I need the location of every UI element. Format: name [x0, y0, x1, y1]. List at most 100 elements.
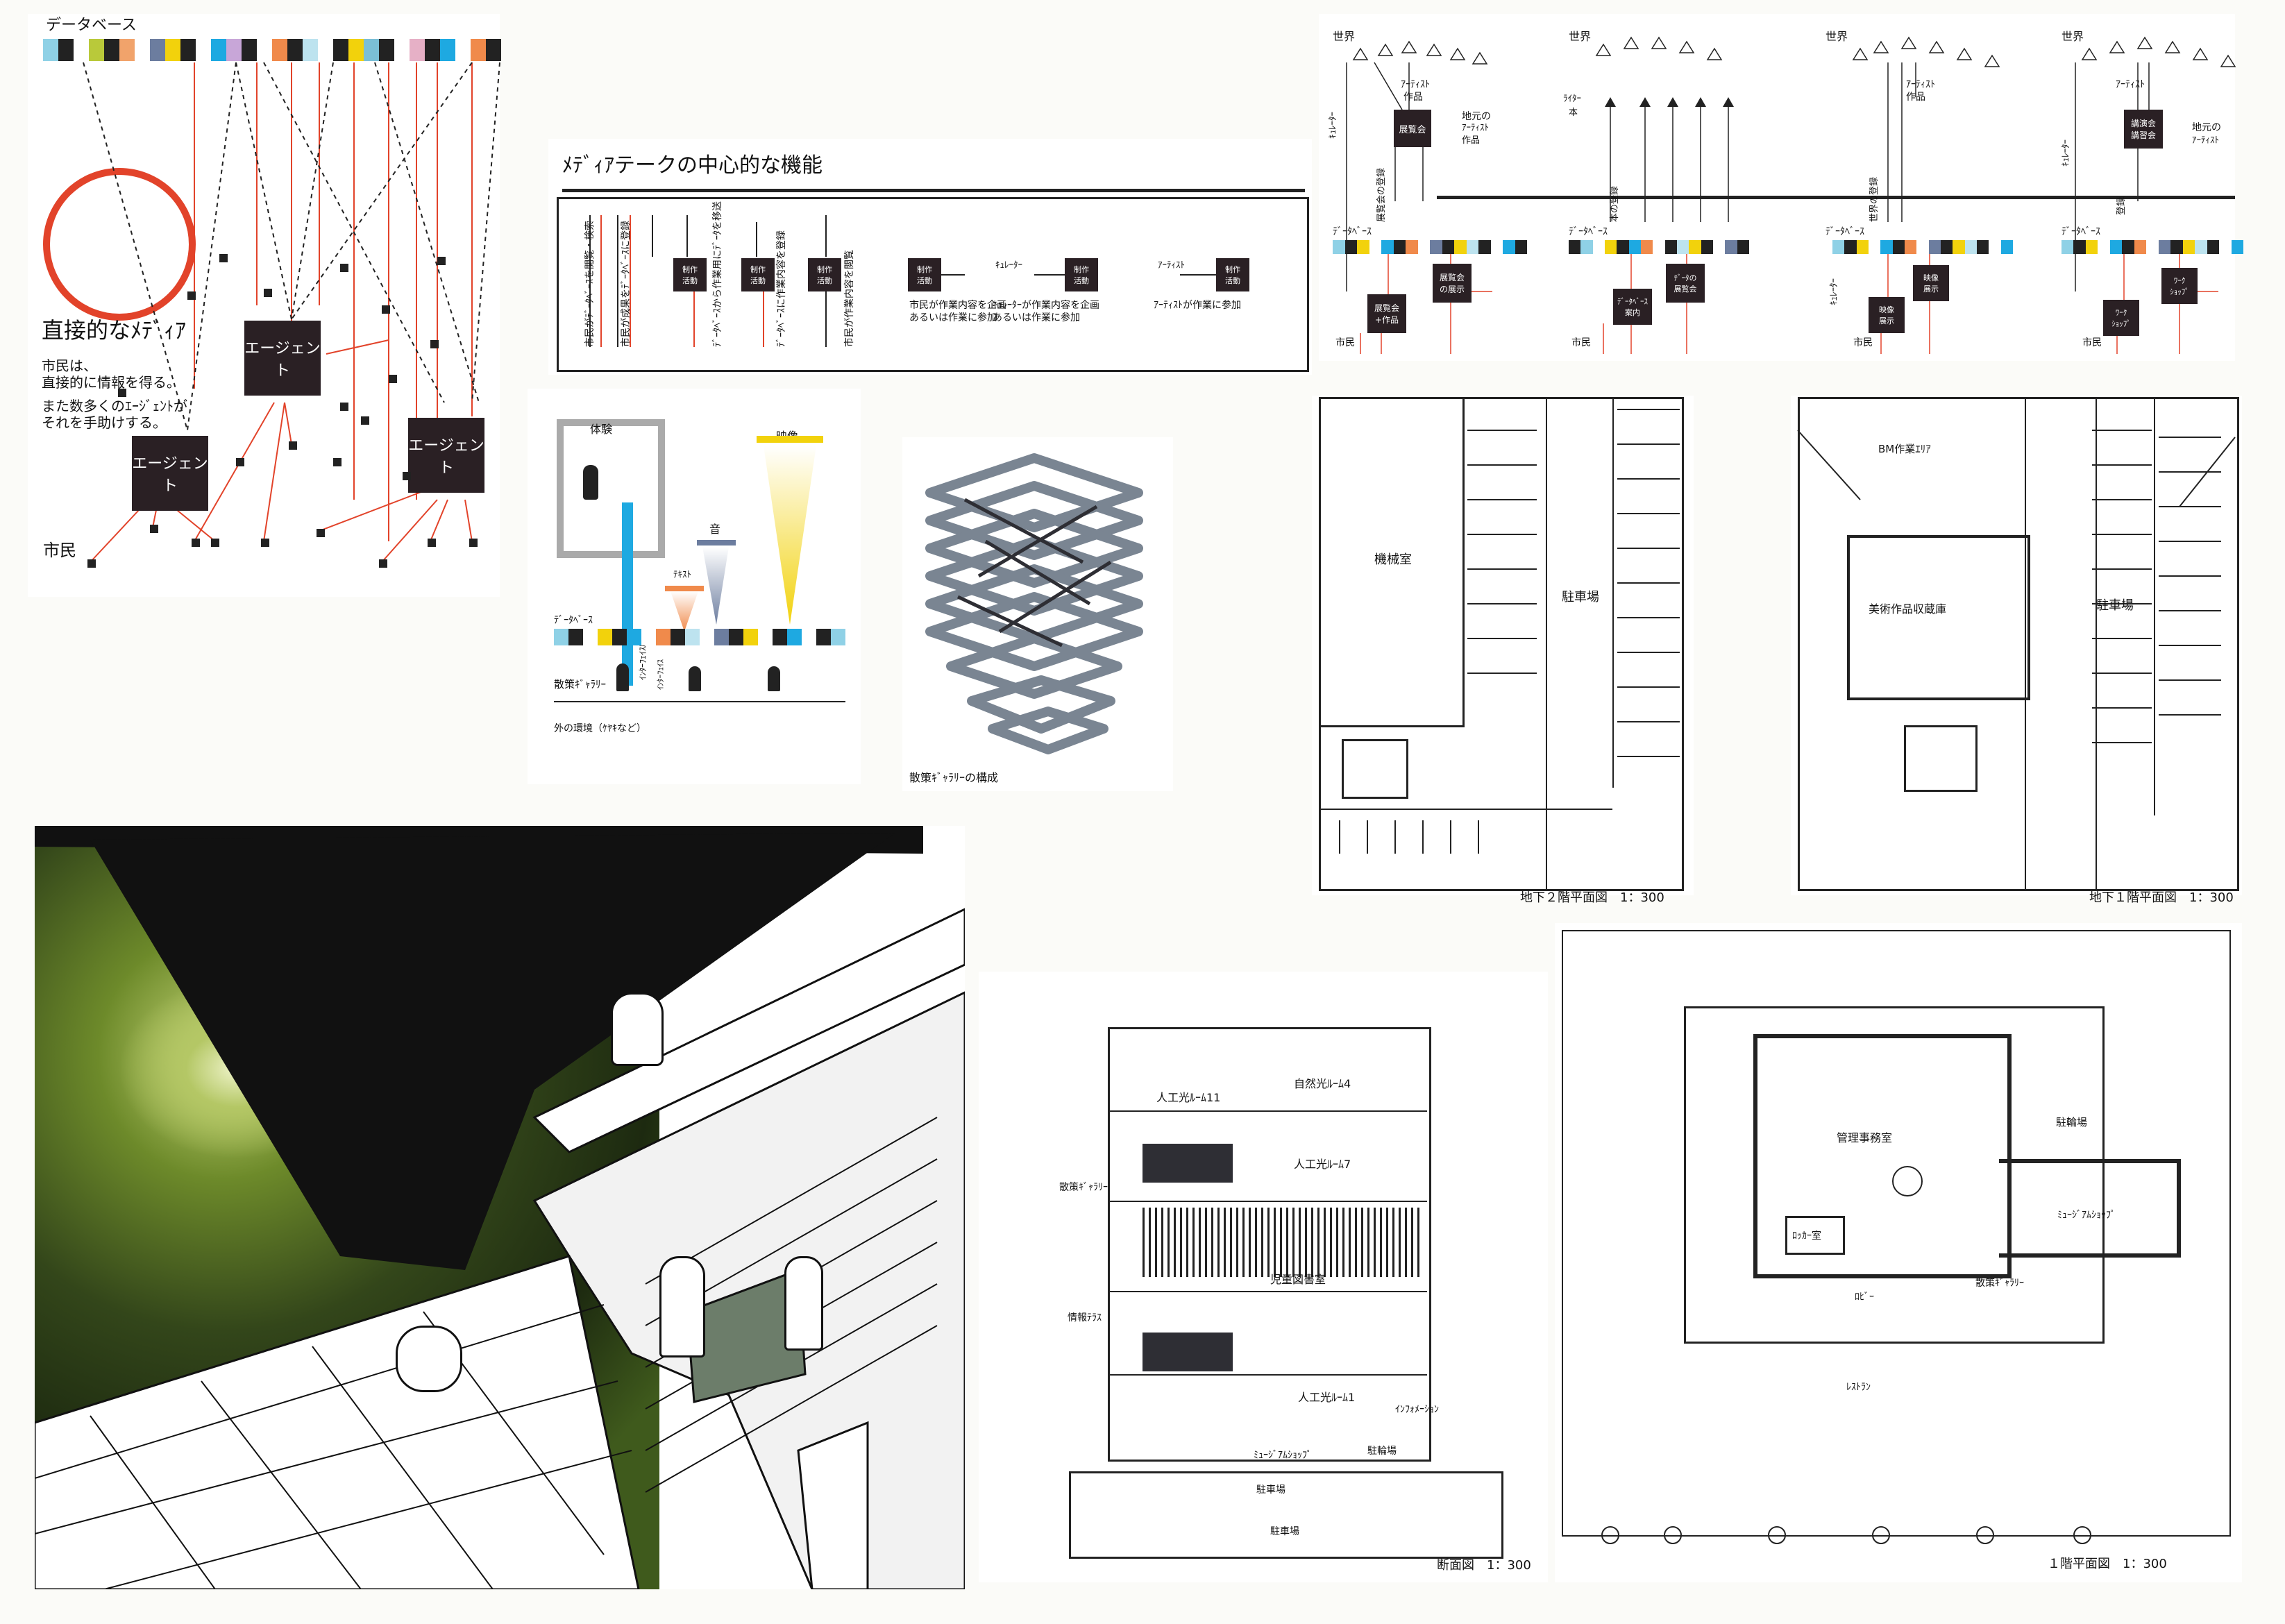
scenario-db: ﾃﾞｰﾀﾍﾞｰｽ	[1569, 226, 1608, 237]
scenario-lower-right: ﾃﾞｰﾀの 展覧会	[1666, 264, 1705, 303]
section-r8: 駐輪場	[1367, 1446, 1397, 1457]
figure-person-1	[659, 1256, 705, 1357]
scenario-arrows	[1852, 36, 2000, 354]
scenario-db-strip	[1333, 240, 1527, 254]
scenario-lower-left: 映像 展示	[1869, 297, 1905, 333]
plan-f1-caption: １階平面図 1：300	[2048, 1557, 2167, 1571]
agent-box-3: エージェント	[408, 418, 484, 493]
scenario-db-strip	[2061, 240, 2244, 254]
section-caption: 断面図 1：300	[1437, 1558, 1531, 1573]
text-label: ﾃｷｽﾄ	[673, 570, 691, 580]
intf-label: ｲﾝﾀｰﾌｪｲｽ	[656, 659, 665, 690]
plan-b1-room-1: BM作業ｴﾘｱ	[1878, 443, 1931, 455]
production-box-4: 制作 活動	[908, 258, 941, 291]
section-r4: 児童図書室	[1270, 1273, 1326, 1286]
plan-f1-site	[1562, 930, 2231, 1537]
plan-b2-caption: 地下２階平面図 1：300	[1520, 890, 1664, 905]
plan-f1-r5: ﾛﾋﾞｰ	[1855, 1292, 1874, 1303]
agent-diagram-panel: データベース 直接的なﾒﾃﾞｨｱ 市民は、 直接的に情報を得る。 また数多くのｴ…	[28, 14, 501, 597]
scenario-local: 本	[1569, 108, 1578, 118]
section-side-2: 情報ﾃﾗｽ	[1068, 1312, 1102, 1323]
section-r2: 自然光ﾙｰﾑ4	[1294, 1077, 1351, 1090]
scenario-world: 世界	[2061, 30, 2084, 43]
outer-label: 外の環境（ｹﾔｷなど）	[554, 723, 646, 734]
production-box-6: 制作 活動	[1216, 258, 1249, 291]
gallery-axon-panel: 散策ｷﾞｬﾗﾘｰの構成	[902, 437, 1173, 791]
plan-b2-parking-lines	[1339, 409, 1680, 854]
gallery-label: 散策ｷﾞｬﾗﾘｰ	[554, 678, 607, 691]
scenario-work: 作品	[1403, 92, 1423, 103]
function-note-3: ｱｰﾃｨｽﾄが作業に参加	[1154, 300, 1241, 311]
gallery-figure-2	[689, 666, 701, 691]
perspective-geometry	[35, 826, 965, 1589]
scenario-local-3: 作品	[1462, 135, 1481, 146]
scenario-local: 地元の	[2192, 122, 2221, 133]
plan-f1-round-table	[1892, 1166, 1923, 1196]
section-r7: ﾐｭｰｼﾞｱﾑｼｮｯﾌﾟ	[1254, 1450, 1312, 1461]
person-icon	[583, 465, 598, 500]
production-box-2: 制作 活動	[741, 258, 775, 291]
section-r3: 人工光ﾙｰﾑ7	[1294, 1158, 1351, 1171]
function-note-2b: あるいは作業に参加	[993, 312, 1080, 323]
scenario-arrows	[1346, 40, 1492, 354]
scenario-upper-box: 講演会 講習会	[2124, 110, 2163, 149]
section-ground	[1069, 1471, 1503, 1559]
scenario-lower-right: 展覧会 の展示	[1433, 264, 1472, 303]
plan-b1-room-3: 駐車場	[2096, 598, 2134, 613]
function-rule	[562, 189, 1305, 192]
scenario-1: 世界 ｱｰﾃｨｽﾄ 作品 展覧会 地元の ｱｰﾃｨｽﾄ 作品 ｷｭﾚｰﾀｰ 展覧…	[1319, 14, 1541, 361]
function-note-2a: ｷｭﾚｰﾀｰが作業内容を企画	[993, 300, 1099, 311]
scenario-lower-left: ﾜｰｸ ｼｮｯﾌﾟ	[2103, 300, 2139, 336]
plan-f1-outer-wall	[1684, 1006, 2105, 1344]
media-panel: 体験 ｲﾝﾀｰﾌｪｲｽﾙｰﾑ 映像 音 ﾃｷｽﾄ ﾃﾞｰﾀﾍﾞｰｽ ｲﾝﾀｰﾌｪ…	[528, 389, 861, 784]
scenario-citizen: 市民	[2082, 337, 2102, 348]
citizen-label: 市民	[43, 541, 76, 560]
section-floor-2	[1108, 1201, 1427, 1202]
scenario-citizen: 市民	[1335, 337, 1355, 348]
scenario-lower-left: ﾃﾞｰﾀﾍﾞｰｽ 案内	[1613, 289, 1652, 325]
scenario-db-strip	[1832, 240, 2013, 254]
plan-f1-locker	[1785, 1216, 1845, 1255]
scenario-local: 地元の	[1462, 111, 1491, 122]
section-side-1: 散策ｷﾞｬﾗﾘｰ	[1059, 1182, 1108, 1193]
scenario-artist: ｱｰﾃｨｽﾄ	[1401, 79, 1430, 90]
plan-b1-caption: 地下１階平面図 1：300	[2089, 890, 2234, 905]
section-stacks	[1142, 1208, 1420, 1277]
plan-f1-r1: 管理事務室	[1837, 1131, 1893, 1144]
function-title: ﾒﾃﾞｨｱテークの中心的な機能	[562, 153, 823, 178]
gallery-axon-drawing	[925, 453, 1143, 754]
function-note-1b: あるいは作業に参加	[909, 312, 997, 323]
scenario-citizen: 市民	[1853, 337, 1873, 348]
scenario-local-2: ｱｰﾃｨｽﾄ	[1462, 123, 1489, 133]
scenario-3: 世界 ｱｰﾃｨｽﾄ 作品 ｷｭﾚｰﾀｰ 世界の登録 ﾃﾞｰﾀﾍﾞｰｽ 映像 展示…	[1812, 14, 2020, 361]
scenario-db: ﾃﾞｰﾀﾍﾞｰｽ	[1826, 226, 1864, 237]
scenario-world: 世界	[1333, 30, 1356, 43]
scenario-world: 世界	[1569, 30, 1592, 43]
media-db-strip	[554, 629, 845, 645]
section-floor-4	[1108, 1374, 1427, 1376]
section-r9: 駐車場	[1256, 1485, 1285, 1496]
direct-media-text-3: また数多くのｴｰｼﾞｪﾝﾄが	[42, 398, 187, 414]
video-bar	[757, 436, 823, 443]
plan-b1-panel: BM作業ｴﾘｱ 美術作品収蔵庫 駐車場 地下１階平面図 1：300	[1791, 396, 2242, 905]
gallery-axon-caption: 散策ｷﾞｬﾗﾘｰの構成	[909, 771, 999, 784]
figure-bird-2	[396, 1326, 462, 1392]
gallery-figure-1	[616, 663, 629, 691]
section-r5: 人工光ﾙｰﾑ1	[1298, 1391, 1356, 1404]
plan-b1-parking-lines	[1797, 430, 2236, 743]
section-building	[1108, 1027, 1431, 1462]
gallery-figure-3	[768, 666, 780, 691]
function-note-1a: 市民が作業内容を企画	[909, 300, 1006, 311]
direct-media-text-1: 市民は、	[42, 357, 97, 374]
plan-f1-r4: ﾛｯｶｰ室	[1792, 1230, 1821, 1242]
text-bar	[665, 586, 704, 591]
section-floor-3	[1108, 1291, 1427, 1292]
media-db-label: ﾃﾞｰﾀﾍﾞｰｽ	[554, 615, 593, 626]
plan-f1-panel: 管理事務室 駐輪場 ﾐｭｰｼﾞｱﾑｼｮｯﾌﾟ ﾛｯｶｰ室 ﾛﾋﾞｰ 散策ｷﾞｬﾗ…	[1555, 923, 2242, 1582]
scenario-divider	[1437, 196, 2235, 199]
citizen-dots	[28, 14, 500, 597]
figure-person-2	[784, 1256, 823, 1351]
function-frame	[557, 197, 1309, 372]
agent-box-1: エージェント	[132, 436, 208, 511]
plan-b2-panel: 機械室 駐車場 地下２階平面図 1：300	[1312, 396, 1694, 905]
